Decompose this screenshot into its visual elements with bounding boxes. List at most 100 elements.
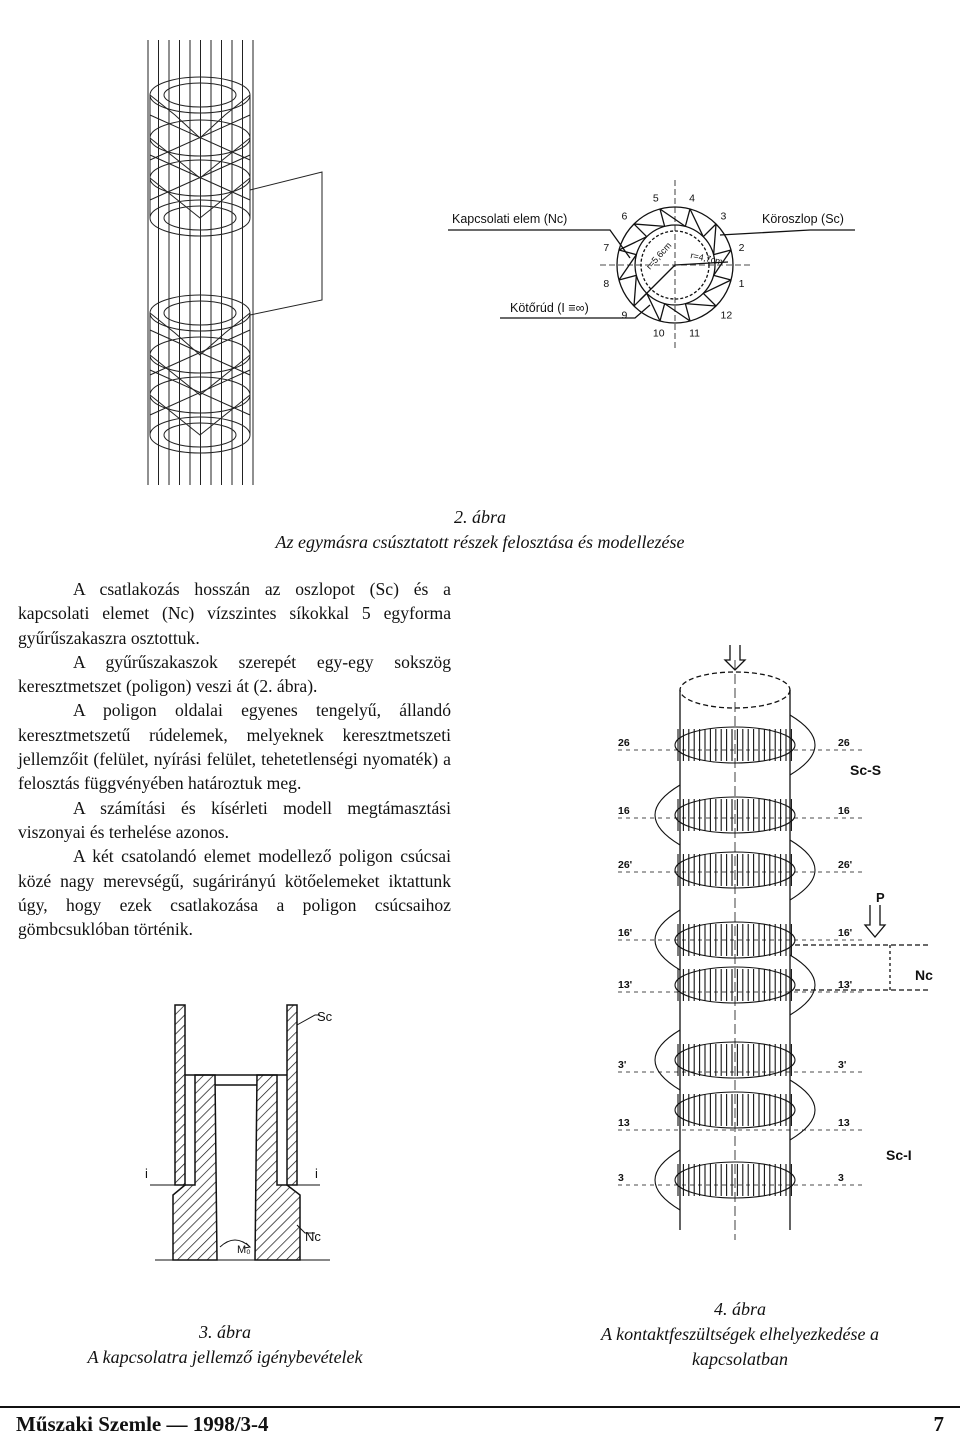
- load-p-label: P: [876, 890, 885, 905]
- polygon-diagonal: [618, 254, 637, 281]
- polygon-node-number: 12: [720, 309, 732, 321]
- sc-s-label: Sc-S: [850, 762, 881, 778]
- level-label-right: 13': [838, 979, 852, 991]
- polygon-node-number: 7: [603, 242, 609, 254]
- page-number: 7: [933, 1412, 945, 1436]
- polygon-node-number: 5: [653, 192, 659, 204]
- polygon-diagonal: [659, 208, 686, 227]
- journal-title: Műszaki Szemle — 1998/3-4: [16, 1412, 269, 1436]
- contact-stress-rings: [654, 714, 816, 1211]
- stress-ring: [674, 839, 816, 901]
- polygon-spoke: [659, 208, 666, 227]
- footer-rule: [0, 1406, 960, 1408]
- level-label-right: 26': [838, 859, 852, 871]
- figure-4-number: 4. ábra: [713, 1299, 766, 1319]
- nc-wall-left: [172, 1074, 218, 1261]
- nc-label: Nc: [915, 967, 933, 983]
- polygon-spoke: [684, 208, 691, 227]
- polygon-diagonal: [633, 223, 665, 228]
- sc-label: Köroszlop (Sc): [762, 212, 844, 226]
- upper-ring-model: [149, 76, 251, 237]
- polygon-diagonal: [633, 275, 638, 307]
- figure-4-caption: 4. ábra A kontaktfeszültségek elhelyezke…: [560, 1297, 920, 1372]
- level-label-right: 26: [838, 737, 850, 749]
- polygon-spoke: [713, 249, 732, 256]
- stress-ring: [654, 1029, 796, 1091]
- sc-wall-right: [286, 1004, 298, 1186]
- polygon-spoke: [618, 249, 637, 256]
- figure-4-title: A kontaktfeszültségek elhelyezkedése a k…: [600, 1324, 880, 1369]
- rod-leader: [500, 304, 651, 319]
- lower-ring-model: [149, 294, 251, 454]
- level-label-left: 16: [618, 805, 630, 817]
- level-label-left: 3': [618, 1059, 626, 1071]
- load-arrow-top: [723, 645, 747, 671]
- sc-leader: [719, 229, 855, 236]
- level-label-right: 16: [838, 805, 850, 817]
- section-mark-right: i: [315, 1166, 318, 1181]
- polygon-spoke: [633, 223, 648, 238]
- figure-3-number: 3. ábra: [198, 1322, 251, 1342]
- polygon-node-number: 3: [720, 211, 726, 223]
- polygon-node-number: 11: [689, 328, 700, 340]
- level-label-right: 13: [838, 1117, 850, 1129]
- polygon-diagonal: [646, 293, 661, 322]
- paragraph: A számítási és kísérleti modell megtámas…: [18, 797, 451, 842]
- figure-2-caption: 2. ábra Az egymásra csúsztatott részek f…: [230, 505, 730, 555]
- polygon-spoke: [684, 303, 691, 322]
- polygon-cross-section: [448, 180, 855, 350]
- level-label-left: 13': [618, 979, 632, 991]
- stress-ring: [654, 784, 796, 846]
- sc-i-label: Sc-I: [886, 1147, 912, 1163]
- page-footer: Műszaki Szemle — 1998/3-4 7: [0, 1402, 960, 1436]
- inner-radius-label: r=5,6cm: [644, 240, 673, 271]
- level-label-left: 3: [618, 1172, 624, 1184]
- column-wireframe: [147, 40, 323, 485]
- level-label-left: 16': [618, 927, 632, 939]
- polygon-diagonal: [703, 279, 732, 294]
- polygon-diagonal: [689, 208, 704, 237]
- level-label-left: 13: [618, 1117, 630, 1129]
- level-label-right: 3': [838, 1059, 846, 1071]
- polygon-spoke: [702, 223, 717, 238]
- level-label-left: 26': [618, 859, 632, 871]
- paragraph: A poligon oldalai egyenes tengelyű, álla…: [18, 700, 451, 794]
- nc-label: Kapcsolati elem (Nc): [452, 212, 567, 226]
- nc-label: Nc: [305, 1229, 321, 1244]
- figure-2-title: Az egymásra csúsztatott részek felosztás…: [275, 532, 685, 552]
- polygon-spoke: [702, 292, 717, 307]
- polygon-diagonal: [685, 302, 717, 307]
- leader-lines: [249, 171, 323, 316]
- stress-ring: [654, 1149, 796, 1211]
- polygon-diagonal: [712, 223, 717, 255]
- load-arrow-p: [863, 905, 887, 939]
- rod-label: Kötőrúd (I ≡∞): [510, 301, 589, 315]
- figure-3-title: A kapcsolatra jellemző igénybevételek: [87, 1347, 363, 1367]
- polygon-node-number: 1: [739, 278, 745, 290]
- polygon-node-number: 6: [622, 211, 628, 223]
- polygon-spoke: [618, 274, 637, 281]
- figure-3-caption: 3. ábra A kapcsolatra jellemző igénybevé…: [40, 1320, 410, 1370]
- cross-section-labels: Kapcsolati elem (Nc) Köroszlop (Sc) Kötő…: [452, 212, 844, 315]
- paragraph: A gyűrűszakaszok szerepét egy-egy sokszö…: [18, 651, 451, 697]
- level-label-right: 3: [838, 1172, 844, 1184]
- sc-wall-left: [174, 1004, 186, 1186]
- stress-ring: [674, 954, 816, 1016]
- polygon-node-number: 8: [603, 278, 609, 290]
- figure-2-drawing: Kapcsolati elem (Nc) Köroszlop (Sc) Kötő…: [147, 40, 855, 485]
- figure-2-number: 2. ábra: [453, 507, 506, 527]
- level-label-right: 16': [838, 927, 852, 939]
- section-mark-left: i: [145, 1166, 148, 1181]
- stress-ring: [674, 714, 816, 776]
- body-text: A csatlakozás hosszán az oszlopot (Sc) é…: [18, 577, 451, 941]
- polygon-diagonal: [618, 236, 647, 251]
- polygon-diagonal: [664, 303, 691, 322]
- moment-label: M₀: [237, 1244, 251, 1256]
- polygon-node-number: 4: [689, 192, 695, 204]
- polygon-node-number: 10: [653, 328, 665, 340]
- paragraph: A két csatolandó elemet modellező poligo…: [18, 846, 451, 940]
- level-label-left: 26: [618, 737, 630, 749]
- polygon-spoke: [659, 303, 666, 322]
- stress-ring: [674, 1079, 816, 1141]
